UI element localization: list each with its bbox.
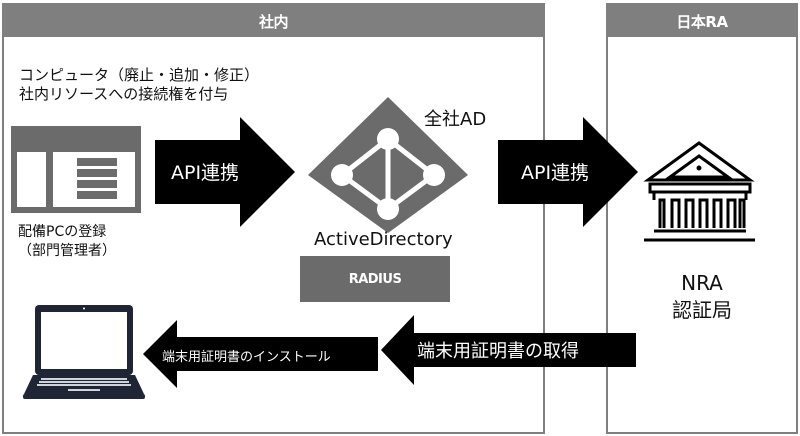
zone-ra: 日本RA	[606, 3, 798, 434]
ad-label-top: 全社AD	[424, 109, 487, 130]
zone-internal-title: 社内	[4, 5, 543, 37]
laptop-icon	[23, 305, 145, 399]
description-line1: コンピュータ（廃止・追加・修正）	[19, 66, 260, 84]
active-directory-icon	[308, 97, 468, 233]
admin-console-icon	[11, 126, 141, 213]
install-arrow-label: 端末用証明書のインストール	[162, 350, 331, 365]
ad-label-bottom: ActiveDirectory	[314, 229, 453, 250]
bank-building-icon	[643, 141, 755, 242]
registration-line1: 配備PCの登録	[18, 224, 107, 240]
description-line2: 社内リソースへの接続権を付与	[19, 85, 229, 103]
zone-ra-title: 日本RA	[608, 5, 796, 37]
nra-line2: 認証局	[672, 298, 732, 322]
radius-label: RADIUS	[348, 271, 402, 287]
registration-line2: （部門管理者）	[18, 243, 116, 259]
acquire-arrow-label: 端末用証明書の取得	[417, 341, 579, 362]
nra-label: NRA 認証局	[606, 270, 798, 324]
api-arrow-right-label: API連携	[521, 162, 590, 184]
acquire-arrow	[381, 315, 636, 385]
description: コンピュータ（廃止・追加・修正） 社内リソースへの接続権を付与	[19, 66, 259, 104]
radius-box: RADIUS	[300, 256, 450, 302]
api-arrow-left-label: API連携	[171, 162, 240, 184]
api-arrow-right	[498, 117, 638, 227]
api-arrow-left	[155, 117, 295, 227]
install-arrow	[143, 320, 378, 388]
nra-line1: NRA	[681, 271, 723, 295]
registration-label: 配備PCの登録 （部門管理者）	[18, 223, 116, 261]
